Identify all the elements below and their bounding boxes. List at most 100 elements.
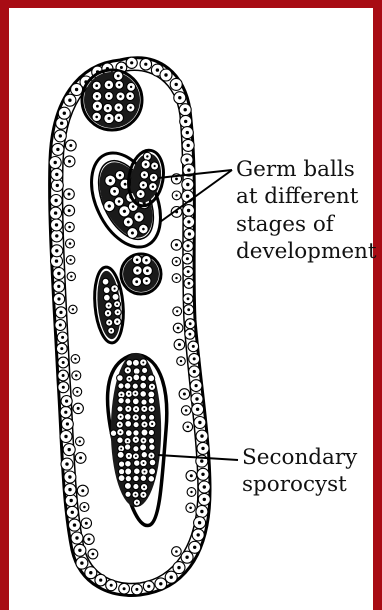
cell xyxy=(149,459,156,466)
cell-nucleus xyxy=(184,120,187,123)
cell-nucleus xyxy=(189,322,192,325)
cell-nucleus xyxy=(190,474,193,477)
cell xyxy=(118,468,124,474)
cell-nucleus xyxy=(175,277,177,279)
cell xyxy=(141,452,147,458)
cell-nucleus xyxy=(200,459,203,462)
cell xyxy=(102,278,109,285)
cell xyxy=(125,420,132,427)
cell-nucleus xyxy=(117,106,120,109)
cell xyxy=(148,438,154,444)
cell xyxy=(140,382,147,389)
cell xyxy=(118,397,124,403)
cell xyxy=(118,475,125,482)
cell-nucleus xyxy=(120,66,123,69)
cell-nucleus xyxy=(127,440,129,442)
cell-nucleus xyxy=(135,455,137,457)
cell-nucleus xyxy=(196,408,199,411)
cell-nucleus xyxy=(77,407,80,410)
cell-nucleus xyxy=(144,471,146,473)
cell xyxy=(149,414,155,420)
label-germ-balls-4: development xyxy=(236,239,377,264)
cell-nucleus xyxy=(189,333,192,336)
cell-nucleus xyxy=(74,358,76,360)
cell-nucleus xyxy=(156,68,159,71)
cell-nucleus xyxy=(130,86,132,88)
cell-nucleus xyxy=(147,585,150,588)
cell-nucleus xyxy=(187,308,190,311)
cell-nucleus xyxy=(177,566,180,569)
cell-nucleus xyxy=(55,259,58,262)
cell xyxy=(103,294,110,301)
cell-nucleus xyxy=(135,408,137,410)
cell-nucleus xyxy=(123,587,126,590)
cell xyxy=(103,286,110,293)
cell-nucleus xyxy=(61,336,64,339)
cell-nucleus xyxy=(108,117,111,120)
cell xyxy=(141,399,147,405)
cell-nucleus xyxy=(69,242,72,245)
cell-nucleus xyxy=(203,498,206,501)
cell xyxy=(140,391,147,398)
cell-nucleus xyxy=(62,386,65,389)
cell-nucleus xyxy=(143,462,145,464)
cell-nucleus xyxy=(134,392,136,394)
cell-nucleus xyxy=(184,108,187,111)
cell xyxy=(117,406,123,412)
cell-nucleus xyxy=(54,199,57,202)
cell xyxy=(124,444,130,450)
cell xyxy=(112,293,120,301)
cell-nucleus xyxy=(127,369,129,371)
cell-nucleus xyxy=(180,360,182,362)
cell-nucleus xyxy=(108,84,111,87)
cell xyxy=(149,468,156,475)
cell-nucleus xyxy=(190,491,192,493)
cell xyxy=(125,430,132,437)
cell xyxy=(132,398,139,405)
cell-nucleus xyxy=(175,550,178,553)
cell-nucleus xyxy=(108,95,110,97)
cell-nucleus xyxy=(55,249,58,252)
label-germ-balls-2: at different xyxy=(236,184,359,209)
cell-nucleus xyxy=(54,211,57,214)
cell-nucleus xyxy=(176,310,178,312)
cell-nucleus xyxy=(128,393,130,395)
cell xyxy=(140,375,147,382)
cell-nucleus xyxy=(175,194,177,196)
cell-nucleus xyxy=(187,220,190,223)
cell-nucleus xyxy=(62,374,65,377)
cell xyxy=(117,375,124,382)
cell-nucleus xyxy=(200,510,203,513)
cell xyxy=(118,461,124,467)
cell-nucleus xyxy=(151,423,153,425)
cell-nucleus xyxy=(185,556,188,559)
cell-nucleus xyxy=(64,411,67,414)
cell xyxy=(148,375,155,382)
cell-nucleus xyxy=(68,193,71,196)
cell-nucleus xyxy=(56,148,59,151)
cell xyxy=(148,476,155,483)
cell-nucleus xyxy=(66,422,69,425)
cell-nucleus xyxy=(128,455,130,457)
cell-nucleus xyxy=(70,275,72,277)
cell-nucleus xyxy=(120,416,122,418)
cell-nucleus xyxy=(79,456,82,459)
cell-nucleus xyxy=(151,408,153,410)
cell-nucleus xyxy=(83,506,86,509)
cell-nucleus xyxy=(76,391,78,393)
cell-nucleus xyxy=(143,408,145,410)
cell-nucleus xyxy=(150,455,152,457)
cell xyxy=(133,430,139,436)
cell xyxy=(125,468,132,475)
cell-nucleus xyxy=(189,507,192,510)
cell-nucleus xyxy=(127,408,129,410)
cell-nucleus xyxy=(92,553,95,556)
cell-nucleus xyxy=(201,447,204,450)
cell-nucleus xyxy=(57,272,60,275)
cell-nucleus xyxy=(69,144,72,147)
label-secondary-1: Secondary xyxy=(242,445,358,470)
cell-nucleus xyxy=(183,393,186,396)
cell xyxy=(124,383,131,390)
cell-nucleus xyxy=(186,183,189,186)
